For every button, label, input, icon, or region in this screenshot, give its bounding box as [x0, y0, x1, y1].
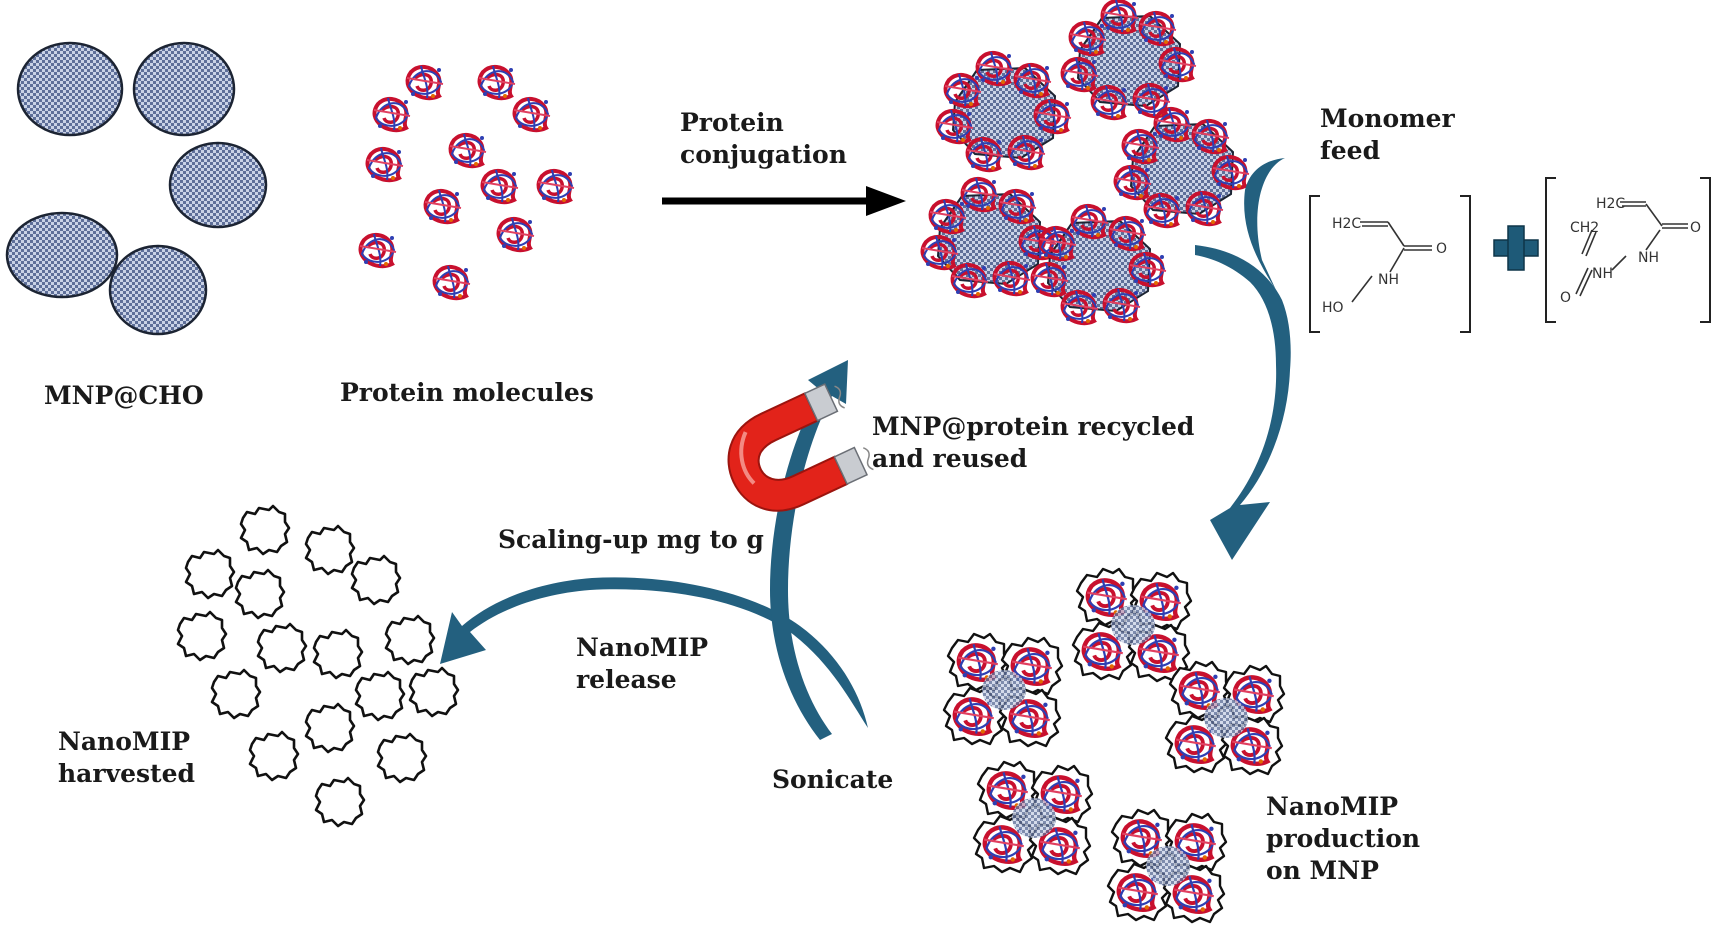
protein-cluster-icon — [536, 168, 576, 205]
label-protein-molecules: Protein molecules — [340, 378, 594, 407]
monomer-2-o-right: O — [1690, 220, 1701, 236]
nanomip-icon — [350, 554, 402, 606]
nanomip-icon — [408, 666, 460, 718]
monomer-1-structure — [1351, 221, 1432, 303]
nanomip-icon — [176, 610, 228, 662]
label-monomer-feed: Monomer feed — [1320, 104, 1455, 165]
protein-cluster-icon — [1073, 569, 1191, 681]
monomer-1-ho: HO — [1322, 300, 1344, 316]
nanoparticle-icon — [5, 211, 119, 299]
release-arrow — [440, 577, 868, 728]
monomer-structures: H2C O NH HO H2C CH2 O NH NH O — [1309, 177, 1711, 333]
nanomip-icon — [304, 524, 356, 576]
nanoparticle-icon — [16, 41, 124, 137]
protein-cluster-icon — [480, 168, 520, 205]
protein-cluster-icon — [1166, 662, 1284, 774]
nanoparticle-icon — [108, 244, 208, 336]
protein-cluster-icon — [448, 132, 488, 169]
protein-cluster-icon — [496, 216, 536, 253]
protein-cluster-icon — [944, 634, 1062, 746]
label-sonicate: Sonicate — [772, 765, 894, 794]
protein-cluster-icon — [432, 264, 472, 301]
plus-icon — [1493, 225, 1539, 271]
nanomip-icon — [376, 732, 428, 784]
label-protein-conjugation: Protein conjugation — [680, 108, 847, 169]
protein-conjugation-arrow — [662, 186, 906, 216]
protein-cluster-icon — [365, 146, 405, 183]
nanomip-icon — [184, 548, 236, 600]
label-nanomip-release: NanoMIP release — [576, 633, 709, 694]
monomer-1-h2c: H2C — [1332, 216, 1361, 232]
monomer-2-h2c: H2C — [1596, 196, 1625, 212]
recycle-arrow — [770, 360, 848, 740]
label-mnp-cho: MNP@CHO — [44, 381, 204, 410]
protein-cluster-icon — [1108, 810, 1226, 922]
monomer-2-structure — [1575, 201, 1688, 297]
nanomip-production-clusters — [944, 569, 1284, 922]
nanomip-icon — [239, 504, 291, 556]
nanoparticle-icon — [132, 41, 236, 137]
nanomip-icon — [248, 730, 300, 782]
label-nanomip-production: NanoMIP production on MNP — [1266, 792, 1421, 885]
label-mnp-protein-recycled: MNP@protein recycled and reused — [872, 412, 1195, 473]
protein-cluster-icon — [405, 64, 445, 101]
mnp-cho-group — [5, 41, 268, 336]
monomer-2-ch2: CH2 — [1570, 220, 1599, 236]
monomer-2-nh-left: NH — [1592, 266, 1613, 282]
protein-cluster-icon — [477, 64, 517, 101]
nanomip-icon — [210, 668, 262, 720]
nanomip-icon — [384, 614, 436, 666]
nanomip-icon — [304, 702, 356, 754]
nanomip-icon — [234, 568, 286, 620]
protein-cluster-icon — [358, 232, 398, 269]
monomer-2-nh-right: NH — [1638, 250, 1659, 266]
nanomip-icon — [314, 776, 366, 828]
nanomip-icon — [312, 628, 364, 680]
nanomip-icon — [354, 670, 406, 722]
protein-cluster-icon — [372, 96, 412, 133]
magnet-icon — [727, 383, 874, 512]
nanomip-harvested-group — [176, 504, 460, 828]
nanoparticle-icon — [168, 141, 268, 229]
protein-cluster-icon — [423, 188, 463, 225]
monomer-1-o: O — [1436, 241, 1447, 257]
nanomip-icon — [256, 622, 308, 674]
mnp-protein-conjugates — [920, 0, 1251, 326]
label-nanomip-harvested: NanoMIP harvested — [58, 727, 195, 788]
protein-cluster-icon — [974, 762, 1092, 874]
monomer-2-o-left: O — [1560, 290, 1571, 306]
protein-cluster-icon — [512, 96, 552, 133]
protein-molecules-group — [358, 64, 576, 301]
label-scaling-up: Scaling-up mg to g — [498, 525, 764, 554]
monomer-1-nh: NH — [1378, 272, 1399, 288]
monomer-feed-arrow — [1195, 158, 1291, 560]
